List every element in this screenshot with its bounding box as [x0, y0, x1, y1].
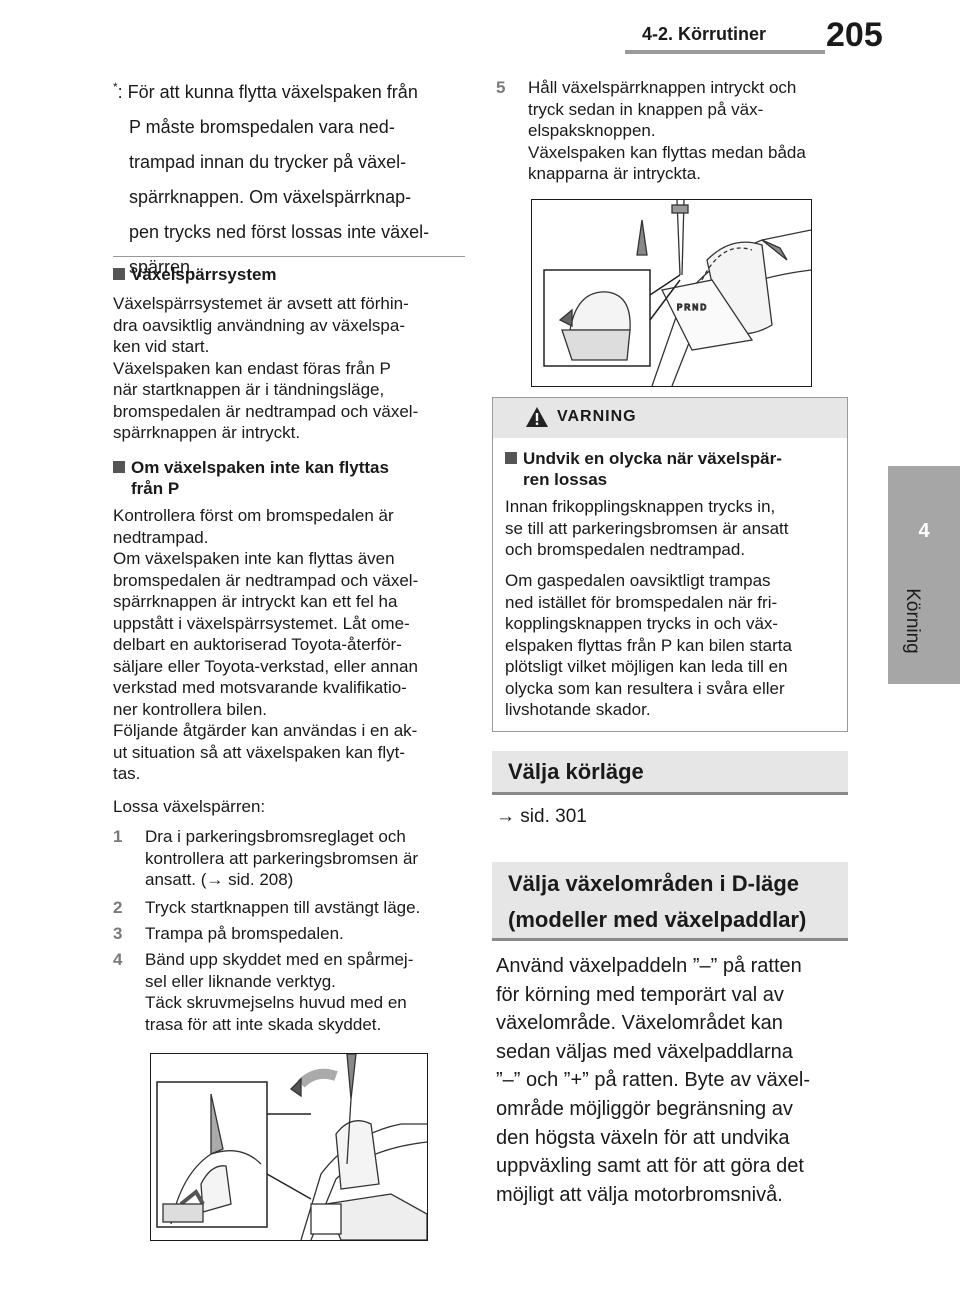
warning-header: VARNING — [493, 398, 847, 438]
chapter-label: Körning — [902, 588, 923, 654]
svg-text:P R N D: P R N D — [677, 303, 706, 312]
footnote-line: *: För att kunna flytta växelspaken från — [113, 80, 418, 102]
running-header: 4-2. Körrutiner — [642, 24, 767, 44]
figure-hold-button: P R N D — [531, 199, 812, 387]
gear-lock-paragraph: Växelspärrsystemet är avsett att förhin-… — [113, 294, 419, 442]
section-title-cannot-move: Om växelspaken inte kan flyttas från P — [113, 457, 389, 499]
figure-pry-cover — [150, 1053, 428, 1241]
step-2: 2 Tryck startknappen till avstängt läge. — [113, 898, 421, 917]
warning-triangle-icon — [526, 407, 548, 427]
section-title-gear-lock: Växelspärrsystem — [113, 264, 277, 285]
footnote: *: För att kunna flytta växelspaken från… — [113, 70, 473, 285]
page-reference-link[interactable]: → sid. 301 — [496, 806, 587, 827]
square-bullet-icon — [505, 452, 517, 464]
header-rule — [625, 50, 825, 54]
illustration-screwdriver — [156, 1053, 428, 1241]
step-4: 4 Bänd upp skyddet med en spårmej-sel el… — [113, 950, 414, 1034]
section-title-drive-mode: Välja körläge — [508, 759, 644, 784]
footnote-line: spärren. — [129, 257, 196, 277]
page-number: 205 — [826, 16, 883, 54]
square-bullet-icon — [113, 461, 125, 473]
illustration-shift-knob: P R N D — [543, 199, 812, 387]
square-bullet-icon — [113, 268, 125, 280]
warning-title: VARNING — [557, 408, 637, 425]
warning-paragraph-1: Innan frikopplingsknappen trycks in,se t… — [505, 497, 789, 559]
section-divider — [113, 256, 465, 257]
section-bar-drive-mode: Välja körläge — [492, 751, 848, 795]
release-label: Lossa växelspärren: — [113, 797, 266, 816]
footnote-line: P måste bromspedalen vara ned- — [129, 117, 395, 137]
step-3: 3 Trampa på bromspedalen. — [113, 924, 344, 943]
section-title-gear-range: Välja växelområden i D-läge (modeller me… — [508, 871, 807, 932]
footnote-line: trampad innan du trycker på växel- — [129, 152, 407, 172]
chapter-tab — [888, 466, 960, 684]
warning-box: VARNING Undvik en olycka när växelspär- … — [492, 397, 848, 732]
warning-subtitle: Undvik en olycka när växelspär- ren loss… — [505, 448, 841, 490]
footnote-line: spärrknappen. Om växelspärrknap- — [129, 187, 412, 207]
section-bar-gear-range: Välja växelområden i D-läge (modeller me… — [492, 862, 848, 941]
chapter-number: 4 — [918, 520, 930, 542]
footnote-line: pen trycks ned först lossas inte växel- — [129, 222, 430, 242]
